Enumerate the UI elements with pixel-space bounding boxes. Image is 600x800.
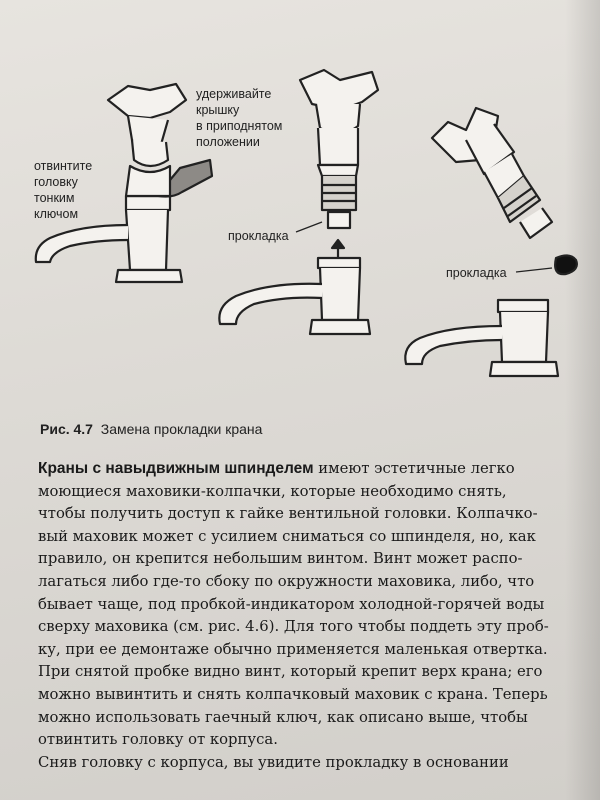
faucet-1 xyxy=(34,82,214,284)
label-gasket-1: прокладка xyxy=(228,229,289,243)
label-unscrew-1: отвинтите xyxy=(34,159,92,173)
figure-caption: Рис. 4.7 Замена прокладки крана xyxy=(40,421,262,437)
body-text: Краны с навыдвижным шпинделем имеют эсте… xyxy=(38,458,590,774)
faucet-illustration: удерживайте крышку в приподнятом положен… xyxy=(34,68,578,378)
faucet-2 xyxy=(218,68,380,336)
label-gasket-2: прокладка xyxy=(446,266,507,280)
page-shadow xyxy=(565,0,600,800)
paragraph-line: чтобы получить доступ к гайке вентильной… xyxy=(38,505,538,523)
label-unscrew-2: головку xyxy=(34,175,79,189)
paragraph-line: можно использовать гаечный ключ, как опи… xyxy=(38,708,528,726)
paragraph-line: вый маховик может с усилием сниматься со… xyxy=(38,527,536,545)
label-unscrew-3: тонким xyxy=(34,191,75,205)
caption-text: Замена прокладки крана xyxy=(100,421,263,437)
paragraph-line: сверху маховика (см. рис. 4.6). Для того… xyxy=(38,618,549,636)
lead-heading: Краны с навыдвижным шпинделем xyxy=(38,460,314,477)
paragraph-line: отвинтить головку от корпуса. xyxy=(38,731,278,749)
paragraph-line: можно вывинтить и снять колпачковый махо… xyxy=(38,685,548,703)
label-unscrew-4: ключом xyxy=(34,207,78,221)
faucet-3 xyxy=(404,106,578,378)
label-hold-1: удерживайте xyxy=(196,87,271,101)
label-hold-2: крышку xyxy=(196,103,240,117)
paragraph-line: моющиеся маховики-колпачки, которые необ… xyxy=(38,482,507,500)
paragraph-line: правило, он крепится небольшим винтом. В… xyxy=(38,550,523,568)
caption-number: Рис. 4.7 xyxy=(40,421,93,437)
paragraph-line: ку, при ее демонтаже обычно применяется … xyxy=(38,640,548,658)
label-hold-4: положении xyxy=(196,135,260,149)
paragraph-line: Сняв головку с корпуса, вы увидите прокл… xyxy=(38,753,509,771)
paragraph-line: бывает чаще, под пробкой-индикатором хол… xyxy=(38,595,545,613)
label-hold-3: в приподнятом xyxy=(196,119,282,133)
paragraph-line: При снятой пробке видно винт, который кр… xyxy=(38,663,543,681)
paragraph-line: Краны с навыдвижным шпинделем имеют эсте… xyxy=(38,460,515,477)
paragraph-line: лагаться либо где-то сбоку по окружности… xyxy=(38,572,535,590)
